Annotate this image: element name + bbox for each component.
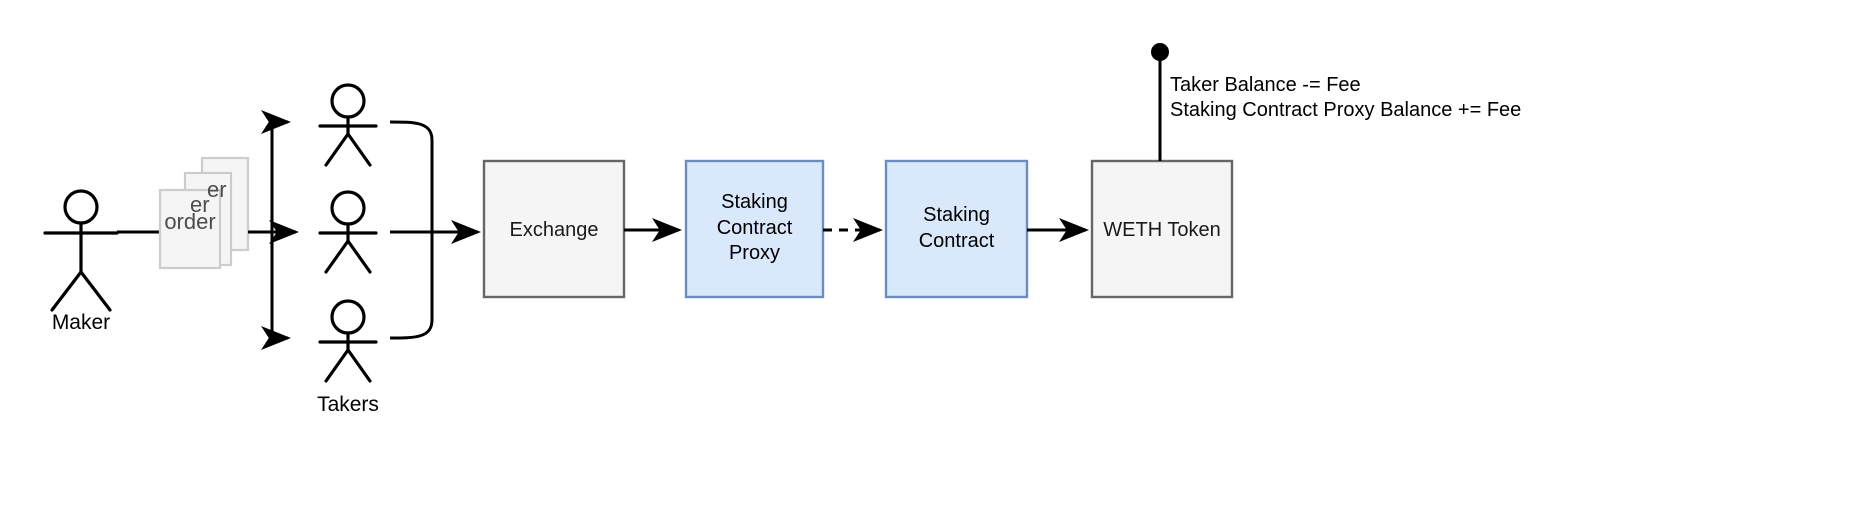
taker-figure-1-icon (318, 83, 378, 167)
filled-dot-icon (1151, 43, 1169, 61)
node-staking-contract[interactable] (884, 159, 1029, 299)
taker-figure-2-icon (318, 190, 378, 274)
node-staking-contract-proxy[interactable] (684, 159, 825, 299)
maker-figure-icon (43, 189, 119, 312)
edge-takers-to-exchange (389, 120, 481, 340)
taker-figure-3-icon (318, 299, 378, 383)
edge-orders-to-takers (248, 110, 299, 350)
callout-line-2: Staking Contract Proxy Balance += Fee (1170, 99, 1522, 121)
order-stack-icon (158, 156, 250, 270)
node-weth-token[interactable] (1090, 159, 1234, 299)
callout-line-1: Taker Balance -= Fee (1170, 74, 1361, 96)
node-exchange[interactable] (482, 159, 626, 299)
